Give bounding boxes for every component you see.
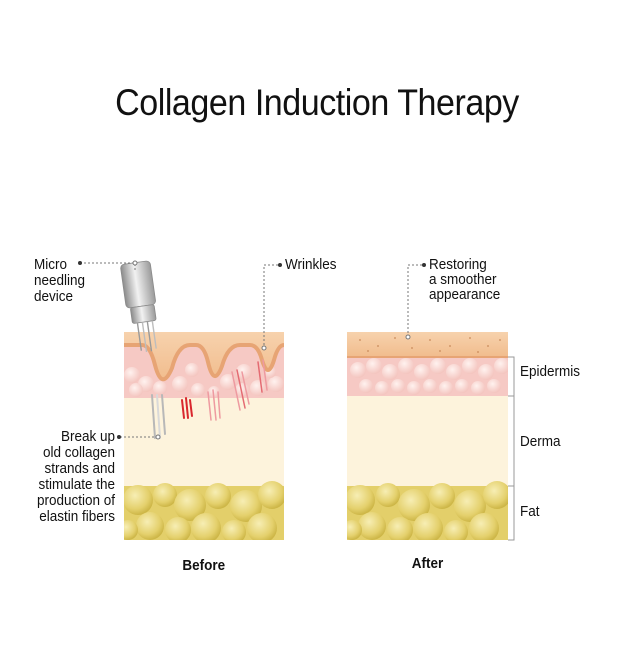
leader-lines xyxy=(80,262,422,438)
before-epidermis-layer xyxy=(124,345,284,398)
before-caption: Before xyxy=(182,557,226,574)
leader-restoring xyxy=(407,264,422,336)
fat-label: Fat xyxy=(520,503,540,520)
before-skin-block xyxy=(124,332,284,540)
leader-dots xyxy=(78,261,426,439)
after-fat-layer xyxy=(347,481,508,540)
before-fat-layer xyxy=(124,481,284,540)
layer-bracket xyxy=(508,356,515,541)
micro-needling-device-icon xyxy=(120,260,157,353)
micro-wound-channels xyxy=(151,359,268,439)
epidermis-label: Epidermis xyxy=(520,363,581,380)
after-skin-block xyxy=(347,332,508,540)
leader-wrinkles xyxy=(263,264,278,347)
break-up-label: Break up old collagen strands and stimul… xyxy=(36,428,115,525)
before-derma-layer xyxy=(124,395,284,490)
restoring-label: Restoring a smoother appearance xyxy=(429,256,501,303)
after-surface-layer xyxy=(347,332,508,356)
micro-needling-label: Micro needling device xyxy=(34,256,86,305)
wrinkles-label: Wrinkles xyxy=(285,256,337,273)
page-title: Collagen Induction Therapy xyxy=(115,82,519,123)
after-epidermis-layer xyxy=(347,356,508,396)
after-caption: After xyxy=(411,555,444,572)
derma-label: Derma xyxy=(520,433,561,450)
after-derma-layer xyxy=(347,396,508,488)
